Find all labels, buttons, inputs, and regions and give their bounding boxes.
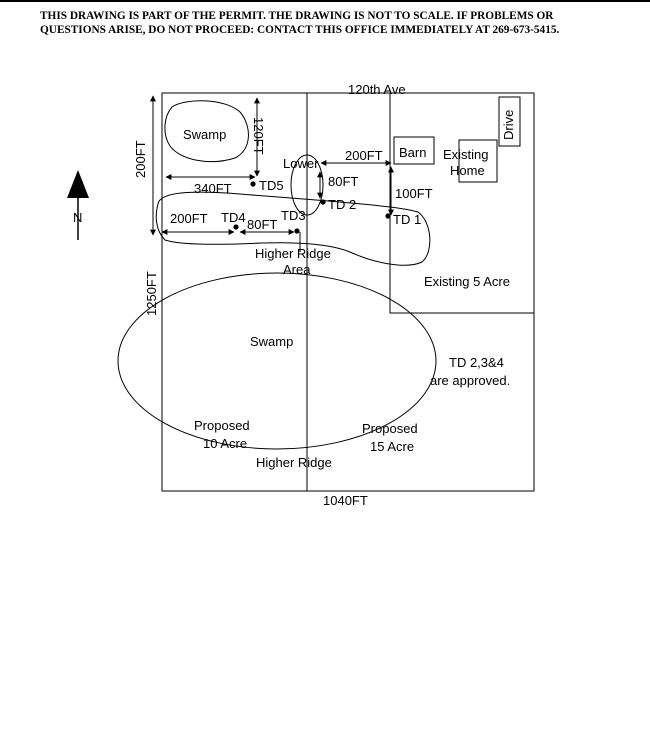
north-label: N	[73, 210, 82, 225]
existing-5-acre-boundary	[389, 93, 534, 314]
proposed-15-acre-label-2: 15 Acre	[370, 439, 414, 454]
proposed-15-acre-label-1: Proposed	[362, 421, 418, 436]
dimension-80ft-horizontal-label: 80FT	[247, 217, 277, 232]
td3-marker	[294, 228, 300, 234]
td2-label: TD 2	[328, 197, 356, 212]
td1-label: TD 1	[393, 212, 421, 227]
existing-home-outline	[458, 139, 498, 183]
existing-5-acre-label: Existing 5 Acre	[424, 274, 510, 289]
dimension-80ft-vertical-label: 80FT	[328, 174, 358, 189]
property-boundary	[161, 92, 535, 492]
td4-label: TD4	[221, 210, 246, 225]
large-swamp-label: Swamp	[250, 334, 293, 349]
permit-notice: THIS DRAWING IS PART OF THE PERMIT. THE …	[40, 9, 640, 37]
barn-outline	[393, 136, 435, 165]
dimension-100ft-label: 100FT	[395, 186, 433, 201]
td5-marker	[250, 181, 256, 187]
top-border-rule	[0, 0, 650, 2]
small-swamp-label: Swamp	[183, 127, 226, 142]
north-arrow-icon	[67, 170, 89, 198]
lower-area-outline	[290, 154, 324, 216]
higher-ridge-area-label-2: Area	[283, 262, 311, 277]
permit-notice-line-1: THIS DRAWING IS PART OF THE PERMIT. THE …	[40, 10, 554, 22]
td5-label: TD5	[259, 178, 284, 193]
small-swamp-outline	[164, 100, 249, 163]
higher-ridge-label: Higher Ridge	[256, 455, 332, 470]
permit-notice-line-2: QUESTIONS ARISE, DO NOT PROCEED: CONTACT…	[40, 24, 560, 36]
approval-note-line-1: TD 2,3&4	[449, 355, 504, 370]
approval-note-line-2: are approved.	[430, 373, 510, 388]
dimension-200ft-lower-label: 200FT	[170, 211, 208, 226]
proposed-10-acre-label-2: 10 Acre	[203, 436, 247, 451]
drive-outline	[498, 96, 521, 147]
td1-marker	[385, 213, 391, 219]
dimension-1250ft-label: 1250FT	[144, 271, 159, 316]
dimension-340ft-label: 340FT	[194, 181, 232, 196]
proposed-10-acre-label-1: Proposed	[194, 418, 250, 433]
road-label: 120th Ave	[348, 82, 406, 97]
dimension-120ft-label: 120FT	[251, 117, 266, 155]
td3-label: TD3	[281, 208, 306, 223]
dimension-200ft-left-label: 200FT	[133, 140, 148, 178]
barn-label: Barn	[399, 145, 426, 160]
higher-ridge-area-label-1: Higher Ridge	[255, 246, 331, 261]
td4-marker	[233, 224, 239, 230]
existing-home-label-2: Home	[450, 163, 485, 178]
td2-marker	[320, 199, 326, 205]
dimension-1040ft-label: 1040FT	[323, 493, 368, 508]
large-swamp-outline	[117, 272, 437, 450]
dimension-200ft-barn-label: 200FT	[345, 148, 383, 163]
existing-home-label-1: Existing	[443, 147, 489, 162]
lower-label: Lower	[283, 156, 319, 171]
drive-label: Drive	[501, 110, 516, 140]
higher-ridge-area-outline	[155, 191, 431, 266]
